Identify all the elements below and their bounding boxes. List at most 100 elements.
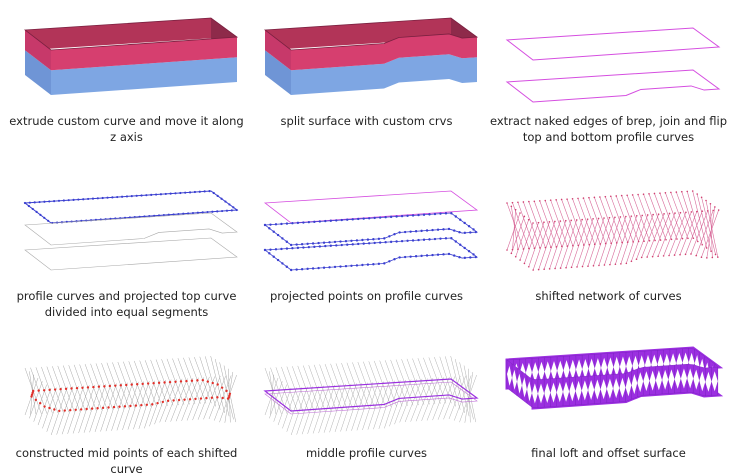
division-point xyxy=(506,202,508,204)
division-point xyxy=(550,246,552,248)
division-point xyxy=(603,264,606,266)
division-point xyxy=(302,246,305,249)
division-point xyxy=(280,222,283,226)
division-point xyxy=(467,225,471,228)
network-curve xyxy=(515,219,529,257)
division-point xyxy=(393,258,396,261)
division-point xyxy=(712,209,715,212)
network-curve xyxy=(566,199,585,246)
mid-point xyxy=(37,389,40,392)
division-point xyxy=(577,244,580,247)
division-point xyxy=(701,243,704,246)
mid-point xyxy=(48,388,51,392)
division-point xyxy=(654,239,656,242)
mid-point xyxy=(53,408,56,411)
division-point xyxy=(539,247,541,249)
division-point xyxy=(458,256,461,259)
division-point xyxy=(317,241,320,245)
division-point xyxy=(555,246,558,248)
division-point xyxy=(111,196,114,199)
division-point xyxy=(367,242,371,245)
mid-point xyxy=(179,380,183,383)
division-point xyxy=(377,262,381,266)
division-point xyxy=(679,211,682,214)
division-point xyxy=(637,193,639,196)
mid-point xyxy=(63,409,66,412)
division-point xyxy=(533,247,536,250)
division-point xyxy=(610,242,612,245)
middle-profile-curve xyxy=(264,381,478,415)
illustration-projected xyxy=(263,190,479,272)
network-curve xyxy=(506,212,521,251)
network-curve xyxy=(610,196,628,243)
division-point xyxy=(696,240,699,243)
loft-gap xyxy=(619,377,626,398)
network-curve xyxy=(572,198,590,245)
division-point xyxy=(322,266,326,269)
division-point xyxy=(313,245,316,249)
mid-point xyxy=(163,381,166,384)
loft-gap xyxy=(668,369,675,390)
network-curve xyxy=(539,200,557,247)
division-point xyxy=(145,194,148,197)
division-point xyxy=(554,267,556,270)
division-point xyxy=(620,194,623,197)
loft-gap xyxy=(511,369,517,390)
network-curve xyxy=(528,201,546,248)
division-point xyxy=(420,254,423,258)
division-point xyxy=(681,237,684,240)
division-point xyxy=(230,209,233,212)
division-point xyxy=(344,264,348,268)
division-point xyxy=(324,219,327,223)
network-curve xyxy=(532,221,550,271)
division-point xyxy=(296,221,300,225)
division-point xyxy=(522,201,525,203)
division-point xyxy=(561,245,563,248)
division-point xyxy=(608,216,611,219)
division-point xyxy=(458,231,461,234)
division-point xyxy=(328,241,331,244)
division-point xyxy=(673,254,676,256)
mid-point xyxy=(228,392,232,395)
division-point xyxy=(302,221,305,224)
division-point xyxy=(333,265,337,269)
division-point xyxy=(717,256,719,258)
division-point xyxy=(474,255,478,259)
division-point xyxy=(603,217,605,219)
division-point xyxy=(53,200,56,203)
network-curve xyxy=(565,219,583,268)
network-curve xyxy=(621,195,639,242)
division-point xyxy=(604,242,607,245)
mid-point xyxy=(199,397,203,400)
caption: extract naked edges of brep, join and fl… xyxy=(489,114,728,144)
mid-point xyxy=(123,405,127,408)
network-curve xyxy=(641,214,659,258)
division-point xyxy=(272,230,275,233)
division-point xyxy=(690,211,693,213)
network-curve xyxy=(378,380,395,429)
network-curve xyxy=(454,375,472,421)
illustration-edges xyxy=(505,27,721,103)
division-point xyxy=(224,200,227,203)
division-point xyxy=(696,210,698,213)
division-point xyxy=(717,209,720,211)
division-point xyxy=(300,268,304,271)
division-point xyxy=(686,190,689,193)
division-point xyxy=(306,267,309,271)
loft-gap xyxy=(544,361,551,382)
mid-point xyxy=(185,379,188,383)
division-point xyxy=(206,210,209,214)
division-point xyxy=(383,262,386,265)
front-wall-upper xyxy=(51,37,237,71)
division-point xyxy=(670,191,672,194)
division-point xyxy=(324,244,327,248)
division-point xyxy=(400,239,404,243)
division-point xyxy=(38,200,41,204)
division-point xyxy=(537,221,540,224)
division-point xyxy=(511,248,514,251)
division-point xyxy=(514,208,517,211)
division-point xyxy=(318,245,322,248)
division-point xyxy=(212,191,215,195)
division-point xyxy=(615,195,618,197)
division-point xyxy=(167,213,170,216)
